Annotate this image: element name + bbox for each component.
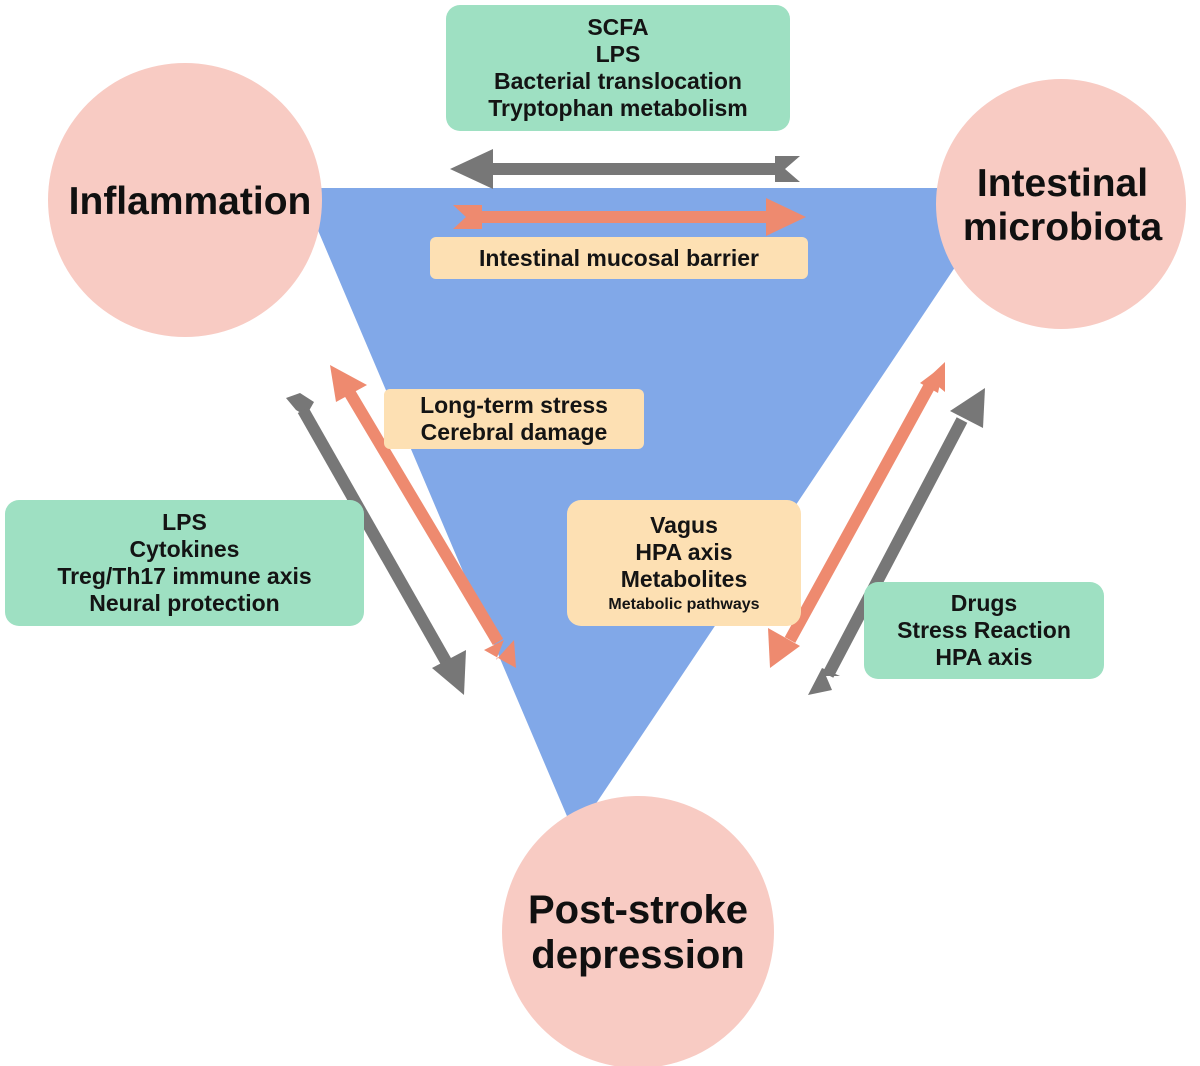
right-factor-line: Drugs — [950, 590, 1018, 617]
gray-arrow-microbiota-to-inflammation — [450, 149, 800, 189]
vagus-pathways-box: Vagus HPA axis Metabolites Metabolic pat… — [567, 500, 801, 626]
inflammation-node-circle — [48, 63, 322, 337]
orange-arrow-inflammation-to-microbiota — [453, 198, 806, 236]
microbiota-label-line-1: Intestinal — [976, 162, 1149, 206]
vagus-pathway-line: HPA axis — [635, 538, 733, 565]
right-factor-line: HPA axis — [935, 643, 1033, 670]
microbiota-node-circle — [936, 79, 1186, 329]
metabolic-pathways-line: Metabolic pathways — [608, 595, 760, 613]
stress-damage-line: Cerebral damage — [420, 419, 608, 445]
depression-node-label: Post-stroke depression — [500, 875, 776, 991]
right-factor-line: Stress Reaction — [897, 617, 1071, 644]
microbiota-node-label: Intestinal microbiota — [935, 152, 1190, 260]
top-factor-line: Bacterial translocation — [494, 68, 742, 94]
top-factor-line: Tryptophan metabolism — [488, 94, 748, 121]
left-factor-line: LPS — [162, 509, 207, 536]
inflammation-node-label: Inflammation — [40, 170, 340, 234]
left-factor-line: Treg/Th17 immune axis — [57, 563, 312, 589]
stress-damage-line: Long-term stress — [420, 392, 608, 419]
vagus-pathway-line: Vagus — [650, 511, 718, 538]
depression-label-line-2: depression — [531, 933, 745, 977]
left-factors-box: LPS Cytokines Treg/Th17 immune axis Neur… — [5, 500, 364, 626]
orange-arrow-microbiota-depression — [768, 362, 945, 668]
gray-arrow-depression-to-microbiota — [808, 388, 985, 695]
right-factors-box: Drugs Stress Reaction HPA axis — [864, 582, 1104, 679]
depression-node-circle — [502, 796, 774, 1066]
top-factor-line: LPS — [595, 41, 641, 68]
depression-label-line-1: Post-stroke — [527, 888, 749, 933]
mucosal-barrier-box: Intestinal mucosal barrier — [430, 237, 808, 279]
vagus-pathway-line: Metabolites — [620, 565, 748, 592]
mucosal-barrier-text: Intestinal mucosal barrier — [479, 244, 759, 271]
top-factor-line: SCFA — [587, 14, 649, 41]
left-factor-line: Cytokines — [129, 536, 240, 563]
gray-arrow-inflammation-depression — [286, 393, 466, 695]
left-factor-line: Neural protection — [89, 589, 280, 616]
stress-damage-box: Long-term stress Cerebral damage — [384, 389, 644, 449]
top-factors-box: SCFA LPS Bacterial translocation Tryptop… — [446, 5, 790, 131]
orange-arrow-inflammation-depression — [330, 365, 516, 668]
microbiota-label-line-2: microbiota — [962, 206, 1163, 249]
inflammation-label-text: Inflammation — [68, 180, 312, 224]
